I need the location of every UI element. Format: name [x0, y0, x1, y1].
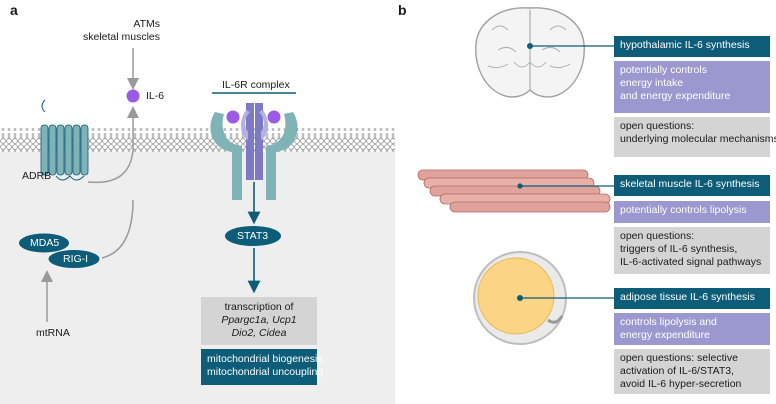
panel-a-letter: a — [10, 2, 18, 18]
adipocyte-illustration — [473, 251, 614, 345]
mda5-label: MDA5 — [30, 237, 60, 249]
transcription-line-2: Ppargc1a, Ucp1 — [221, 314, 297, 326]
hypothalamic-function-line: energy intake — [620, 77, 684, 89]
muscle-function-line: potentially controls lipolysis — [620, 204, 747, 216]
brain-illustration — [475, 7, 614, 98]
muscle-question-line: IL-6-activated signal pathways — [620, 256, 762, 268]
outcome-line-1: mitochondrial biogenesis — [207, 353, 323, 365]
il6r-complex — [210, 103, 298, 200]
adrb-label: ADRB — [22, 170, 52, 182]
rigi-label: RIG-I — [63, 253, 89, 265]
hypothalamic-questions-box: open questions: underlying molecular mec… — [614, 117, 776, 157]
adipose-function-line: controls lipolysis and — [620, 316, 717, 328]
skeletal-muscle-illustration — [417, 169, 614, 213]
il6-label: IL-6 — [146, 90, 165, 102]
adrb-to-il6-arrow — [87, 106, 139, 184]
hypothalamic-question-line: underlying molecular mechanisms — [620, 133, 776, 145]
hypothalamic-question-line: open questions: — [620, 120, 695, 132]
source-skeletal-muscles: skeletal muscles — [82, 31, 160, 43]
mtrna-label: mtRNA — [36, 327, 70, 339]
cytoplasm — [0, 152, 395, 404]
adipose-questions-box: open questions: selective activation of … — [614, 349, 770, 394]
hypothalamic-function-box: potentially controls energy intake and e… — [614, 61, 770, 113]
stat3-oval — [225, 226, 281, 246]
transcription-box: transcription of Ppargc1a, Ucp1 Dio2, Ci… — [201, 297, 317, 345]
transcription-line-1: transcription of — [224, 301, 294, 313]
adipose-question-line: open questions: selective — [620, 352, 738, 364]
source-labels: ATMs skeletal muscles — [60, 18, 160, 44]
outcome-line-2: mitochondrial uncoupling — [207, 366, 324, 378]
adipose-title-box: adipose tissue IL-6 synthesis — [614, 288, 770, 309]
adipose-function-box: controls lipolysis and energy expenditur… — [614, 313, 770, 345]
stat3-label: STAT3 — [237, 230, 269, 242]
muscle-question-line: open questions: — [620, 230, 695, 242]
panel-b-letter: b — [398, 2, 407, 18]
rigi-to-il6-arrow — [101, 199, 134, 259]
hypothalamic-function-line: potentially controls — [620, 64, 707, 76]
il6-dot — [126, 89, 140, 103]
panel-a-diagram — [0, 48, 395, 404]
transcription-line-3: Dio2, Cidea — [231, 327, 287, 339]
muscle-function-box: potentially controls lipolysis — [614, 201, 770, 223]
hypothalamic-title-box: hypothalamic IL-6 synthesis — [614, 36, 770, 57]
panel-b-illustrations — [417, 7, 614, 345]
source-atms: ATMs — [133, 18, 160, 30]
muscle-title: skeletal muscle IL-6 synthesis — [620, 178, 760, 190]
adrb-receptor — [40, 99, 89, 181]
mitochondrial-outcome-box: mitochondrial biogenesis mitochondrial u… — [201, 349, 324, 385]
muscle-title-box: skeletal muscle IL-6 synthesis — [614, 175, 770, 196]
hypothalamic-title: hypothalamic IL-6 synthesis — [620, 39, 750, 51]
adipose-question-line: activation of IL-6/STAT3, — [620, 365, 734, 377]
adipose-question-line: avoid IL-6 hyper-secretion — [620, 378, 742, 390]
muscle-question-line: triggers of IL-6 synthesis, — [620, 243, 738, 255]
hypothalamic-function-line: and energy expenditure — [620, 90, 731, 102]
rigi-oval — [47, 249, 101, 269]
il6r-complex-label: IL-6R complex — [222, 79, 290, 91]
adipose-title: adipose tissue IL-6 synthesis — [620, 291, 755, 303]
mda5-oval — [19, 233, 69, 253]
adipose-function-line: energy expenditure — [620, 329, 710, 341]
muscle-questions-box: open questions: triggers of IL-6 synthes… — [614, 227, 770, 274]
